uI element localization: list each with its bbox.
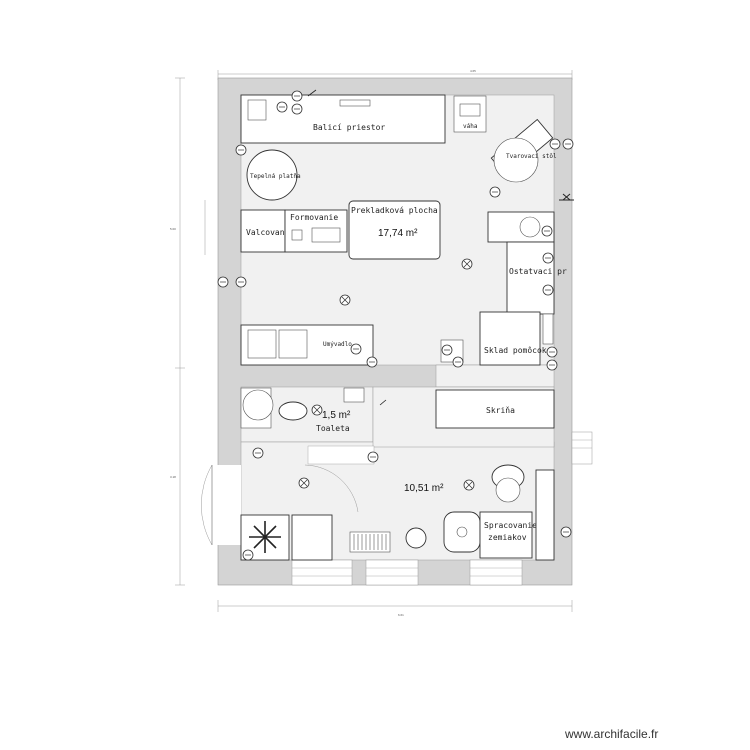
room-label-valcovanie: Valcovanie (246, 228, 294, 237)
shelf (339, 99, 371, 107)
door-swing-arc (304, 464, 359, 513)
electric-panel-icon (559, 193, 574, 201)
forming-bowl (291, 229, 303, 241)
radiator-fins (353, 534, 387, 550)
transfer-area (348, 200, 441, 260)
drain (405, 527, 427, 549)
area-wc: 1,5 m² (322, 410, 351, 421)
watermark: www.archifacile.fr (565, 727, 659, 741)
sink-basin-right (278, 329, 308, 359)
scale-icon (459, 103, 481, 117)
shaping-table-round (493, 137, 539, 183)
wardrobe (435, 389, 555, 429)
dim-top-label: 4.65 (470, 69, 476, 73)
shelf-rack (542, 313, 554, 345)
side-counter (535, 469, 555, 561)
potato-processing (479, 511, 533, 559)
heating-plate (246, 149, 298, 201)
wc-sink (343, 387, 365, 403)
room-label-sklad: Sklad pomôcok (484, 345, 547, 355)
room-label-balici: Balicí priestor (313, 123, 385, 132)
area-lower: 10,51 m² (404, 483, 444, 494)
forming-machine (311, 227, 341, 243)
corridor-floor (435, 364, 555, 388)
side-door (571, 431, 593, 465)
sink-basin-left (247, 329, 277, 359)
room-label-toaleta: Toaleta (316, 424, 350, 433)
packing-device (247, 99, 267, 121)
dim-left-lower-label: 3.18 (170, 475, 176, 479)
room-label-umyvadla: Umývadlo (323, 341, 352, 348)
stool-seat (495, 477, 521, 503)
entrance-door (201, 464, 241, 546)
ceiling-light-icon (298, 258, 475, 491)
area-main: 17,74 m² (378, 228, 418, 239)
room-label-tepelna: Tepelná platňa (250, 173, 301, 180)
room-label-skrina: Skriňa (486, 406, 515, 415)
fridge (291, 514, 333, 561)
wall-switch-icon (307, 89, 387, 406)
dim-bottom-label: 6.61 (398, 613, 404, 617)
freezer-icon (249, 521, 281, 553)
room-label-spracovanie-2: zemiakov (488, 533, 527, 542)
room-label-tvarovaci: Tvarovací stôl (506, 153, 557, 160)
machine-drum (519, 216, 541, 238)
doorway-step (307, 445, 375, 465)
room-label-ostatvaci: Ostatvaci pr (509, 267, 567, 276)
windows-bottom (291, 559, 523, 586)
room-label-prekladkova: Prekladková plocha (351, 206, 438, 215)
potato-sink-drain (456, 526, 468, 538)
washbasin (242, 389, 274, 421)
room-label-spracovanie-1: Spracovanie (484, 521, 537, 530)
storage-area (479, 311, 541, 366)
dim-left-upper-label: 5.00 (170, 227, 176, 231)
room-label-vaha: váha (463, 123, 478, 130)
power-outlet-icon (217, 90, 574, 561)
toilet (278, 401, 308, 421)
room-label-formovanie: Formovanie (290, 213, 338, 222)
